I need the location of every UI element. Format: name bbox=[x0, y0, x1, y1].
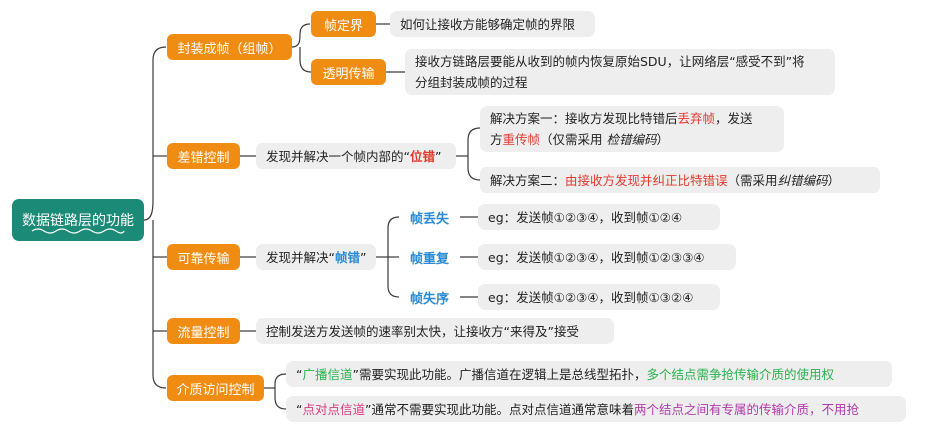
s1-l2-mid: （仅需采用 bbox=[540, 132, 607, 147]
mac-broadcast-q1: “ bbox=[296, 366, 303, 382]
desc-reliable-highlight: 帧错 bbox=[334, 249, 360, 265]
reliable-example-frame-loss: eg：发送帧①②③④，收到帧①②④ bbox=[478, 204, 720, 230]
solution-one-line1: 解决方案一：接收方发现比特错后丢弃帧，发送 bbox=[490, 108, 753, 129]
reliable-example-frame-disorder: eg：发送帧①②③④，收到帧①③②④ bbox=[478, 284, 720, 310]
desc-error-prefix: 发现并解决一个帧内部的“ bbox=[266, 148, 410, 164]
branch-encapsulation-label: 封装成帧（组帧） bbox=[177, 41, 282, 57]
mac-broadcast-green: 多个结点需争抢传输介质的使用权 bbox=[646, 366, 835, 382]
branch-mac[interactable]: 介质访问控制 bbox=[167, 375, 264, 401]
s2-suffix: ） bbox=[827, 172, 841, 188]
reliable-example-frame-loss-text: eg：发送帧①②③④，收到帧①②④ bbox=[488, 209, 683, 225]
solution-two: 解决方案二：由接收方发现并纠正比特错误（需采用 纠错编码） bbox=[480, 167, 880, 193]
desc-error-control: 发现并解决一个帧内部的“位错” bbox=[256, 143, 456, 169]
s2-italic: 纠错编码 bbox=[777, 172, 828, 188]
mac-p2p-q1: “ bbox=[296, 401, 303, 417]
branch-flow-control-label: 流量控制 bbox=[177, 325, 230, 341]
desc-frame-delimit: 如何让接收方能够确定帧的界限 bbox=[390, 11, 595, 37]
reliable-example-frame-duplicate: eg：发送帧①②③④，收到帧①②③③④ bbox=[478, 244, 736, 270]
mac-p2p: “点对点信道”通常不需要实现此功能。点对点信道通常意味着两个结点之间有专属的传输… bbox=[286, 396, 906, 422]
reliable-example-frame-disorder-text: eg：发送帧①②③④，收到帧①③②④ bbox=[488, 289, 694, 305]
reliable-item-frame-duplicate[interactable]: 帧重复 bbox=[399, 246, 460, 268]
mac-p2p-text: 通常不需要实现此功能。点对点信道通常意味着 bbox=[371, 401, 634, 417]
s1-l2-red: 重传帧 bbox=[502, 132, 541, 147]
branch-reliable[interactable]: 可靠传输 bbox=[167, 244, 240, 270]
root-label: 数据链路层的功能 bbox=[22, 213, 134, 229]
solution-one: 解决方案一：接收方发现比特错后丢弃帧，发送 方重传帧（仅需采用 检错编码） bbox=[480, 106, 784, 152]
branch-encapsulation[interactable]: 封装成帧（组帧） bbox=[167, 34, 292, 60]
node-frame-delimit-label: 帧定界 bbox=[323, 18, 363, 34]
mac-broadcast-q2: ” bbox=[352, 366, 359, 382]
s1-l2-prefix: 方 bbox=[490, 132, 503, 147]
node-frame-delimit[interactable]: 帧定界 bbox=[311, 11, 376, 37]
reliable-item-frame-loss-label: 帧丢失 bbox=[409, 211, 449, 227]
branch-mac-label: 介质访问控制 bbox=[176, 382, 255, 398]
mac-broadcast-text: 需要实现此功能。广播信道在逻辑上是总线型拓扑， bbox=[358, 366, 647, 382]
branch-flow-control[interactable]: 流量控制 bbox=[167, 318, 240, 344]
mac-p2p-highlight: 点对点信道 bbox=[302, 401, 365, 417]
desc-reliable-suffix: ” bbox=[360, 249, 367, 265]
s2-mid: （需采用 bbox=[727, 172, 778, 188]
branch-error-control-label: 差错控制 bbox=[177, 150, 230, 166]
desc-transparent-line1: 接收方链路层要能从收到的帧内恢复原始SDU，让网络层“感受不到”将 bbox=[415, 54, 805, 69]
node-transparent-label: 透明传输 bbox=[322, 66, 375, 82]
reliable-item-frame-disorder-label: 帧失序 bbox=[409, 291, 449, 307]
desc-error-highlight: 位错 bbox=[409, 148, 435, 164]
solution-one-line2: 方重传帧（仅需采用 检错编码） bbox=[490, 129, 669, 150]
s2-red: 由接收方发现并纠正比特错误 bbox=[565, 172, 728, 188]
root-node[interactable]: 数据链路层的功能 bbox=[12, 199, 144, 241]
mac-broadcast: “广播信道”需要实现此功能。广播信道在逻辑上是总线型拓扑，多个结点需争抢传输介质… bbox=[286, 361, 892, 387]
s2-prefix: 解决方案二： bbox=[490, 172, 566, 188]
s1-l1-prefix: 解决方案一：接收方发现比特错后 bbox=[490, 111, 678, 126]
desc-frame-delimit-text: 如何让接收方能够确定帧的界限 bbox=[400, 16, 576, 32]
desc-transparent: 接收方链路层要能从收到的帧内恢复原始SDU，让网络层“感受不到”将 分组封装成帧… bbox=[405, 49, 835, 95]
branch-reliable-label: 可靠传输 bbox=[177, 251, 230, 267]
underline-squiggle-icon bbox=[31, 228, 125, 234]
desc-flow-control-text: 控制发送方发送帧的速率别太快，让接收方“来得及”接受 bbox=[266, 323, 579, 339]
reliable-item-frame-disorder[interactable]: 帧失序 bbox=[399, 286, 460, 308]
s1-l2-suffix: ） bbox=[656, 132, 670, 147]
s1-l1-red: 丢弃帧 bbox=[677, 111, 716, 126]
desc-flow-control: 控制发送方发送帧的速率别太快，让接收方“来得及”接受 bbox=[256, 318, 614, 344]
desc-error-suffix: ” bbox=[435, 148, 442, 164]
desc-transparent-line2: 分组封装成帧的过程 bbox=[415, 75, 528, 90]
reliable-item-frame-loss[interactable]: 帧丢失 bbox=[399, 206, 460, 228]
branch-error-control[interactable]: 差错控制 bbox=[167, 143, 240, 169]
s1-l1-suffix: ，发送 bbox=[715, 111, 753, 126]
desc-reliable: 发现并解决“帧错” bbox=[256, 244, 376, 270]
mac-broadcast-highlight: 广播信道 bbox=[302, 366, 353, 382]
reliable-example-frame-duplicate-text: eg：发送帧①②③④，收到帧①②③③④ bbox=[488, 249, 705, 265]
reliable-item-frame-duplicate-label: 帧重复 bbox=[409, 251, 449, 267]
node-transparent[interactable]: 透明传输 bbox=[311, 59, 386, 85]
desc-reliable-prefix: 发现并解决“ bbox=[266, 249, 335, 265]
mac-p2p-q2: ” bbox=[365, 401, 372, 417]
s1-l2-italic: 检错编码 bbox=[606, 132, 657, 147]
mac-p2p-purple: 两个结点之间有专属的传输介质，不用抢 bbox=[634, 401, 860, 417]
